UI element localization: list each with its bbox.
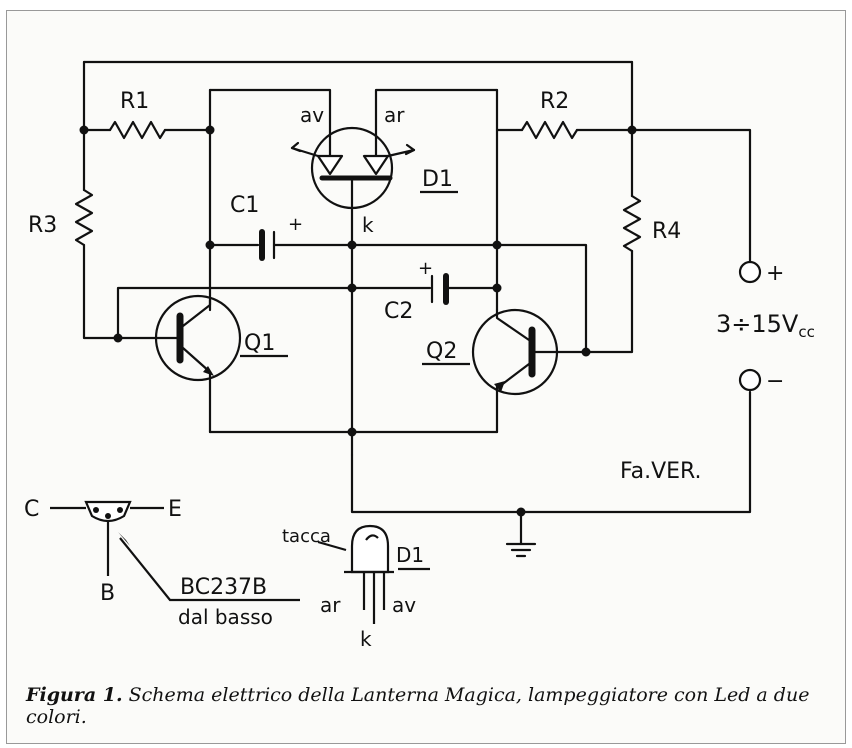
pin-c-label: C: [24, 497, 39, 522]
voltage-label: 3÷15Vcc: [716, 310, 815, 341]
part-number-label: BC237B: [180, 575, 267, 600]
led-pinout: [317, 524, 394, 624]
c2-label: C2: [384, 299, 413, 324]
r3-label: R3: [28, 213, 57, 238]
av-label: av: [300, 103, 324, 127]
ar-label: ar: [384, 103, 405, 127]
d1-label: D1: [422, 167, 453, 192]
k-label: k: [362, 213, 374, 237]
r2-resistor: [520, 120, 579, 140]
r2-label: R2: [540, 89, 569, 114]
ground-rail-wire: [350, 390, 752, 514]
r4-label: R4: [652, 219, 681, 244]
view-label: dal basso: [178, 605, 273, 629]
led-ar-label: ar: [320, 593, 341, 617]
caption-text: Schema elettrico della Lanterna Magica, …: [26, 684, 810, 728]
author-label: Fa.VER.: [620, 459, 702, 484]
minus-terminal: [738, 368, 762, 392]
plus-label: +: [766, 261, 784, 286]
figure-caption: Figura 1. Schema elettrico della Lantern…: [26, 684, 826, 728]
caption-label: Figura 1.: [26, 684, 123, 706]
r4-resistor: [622, 194, 642, 253]
led-d1-label: D1: [396, 543, 424, 567]
plus-terminal: [738, 260, 762, 284]
c1-polarity-label: +: [288, 214, 303, 235]
minus-label: −: [766, 369, 784, 394]
c1-label: C1: [230, 193, 259, 218]
led-av-label: av: [392, 593, 416, 617]
tacca-label: tacca: [282, 526, 331, 547]
q2-label: Q2: [426, 339, 457, 364]
q1-label: Q1: [244, 331, 275, 356]
r1-resistor: [108, 120, 167, 140]
r3-resistor: [74, 188, 94, 247]
c2-polarity-label: +: [418, 258, 433, 279]
bc237b-pinout: [50, 500, 300, 602]
led-k-label: k: [360, 627, 372, 651]
r1-label: R1: [120, 89, 149, 114]
pin-b-label: B: [100, 581, 115, 606]
pin-e-label: E: [168, 497, 182, 522]
